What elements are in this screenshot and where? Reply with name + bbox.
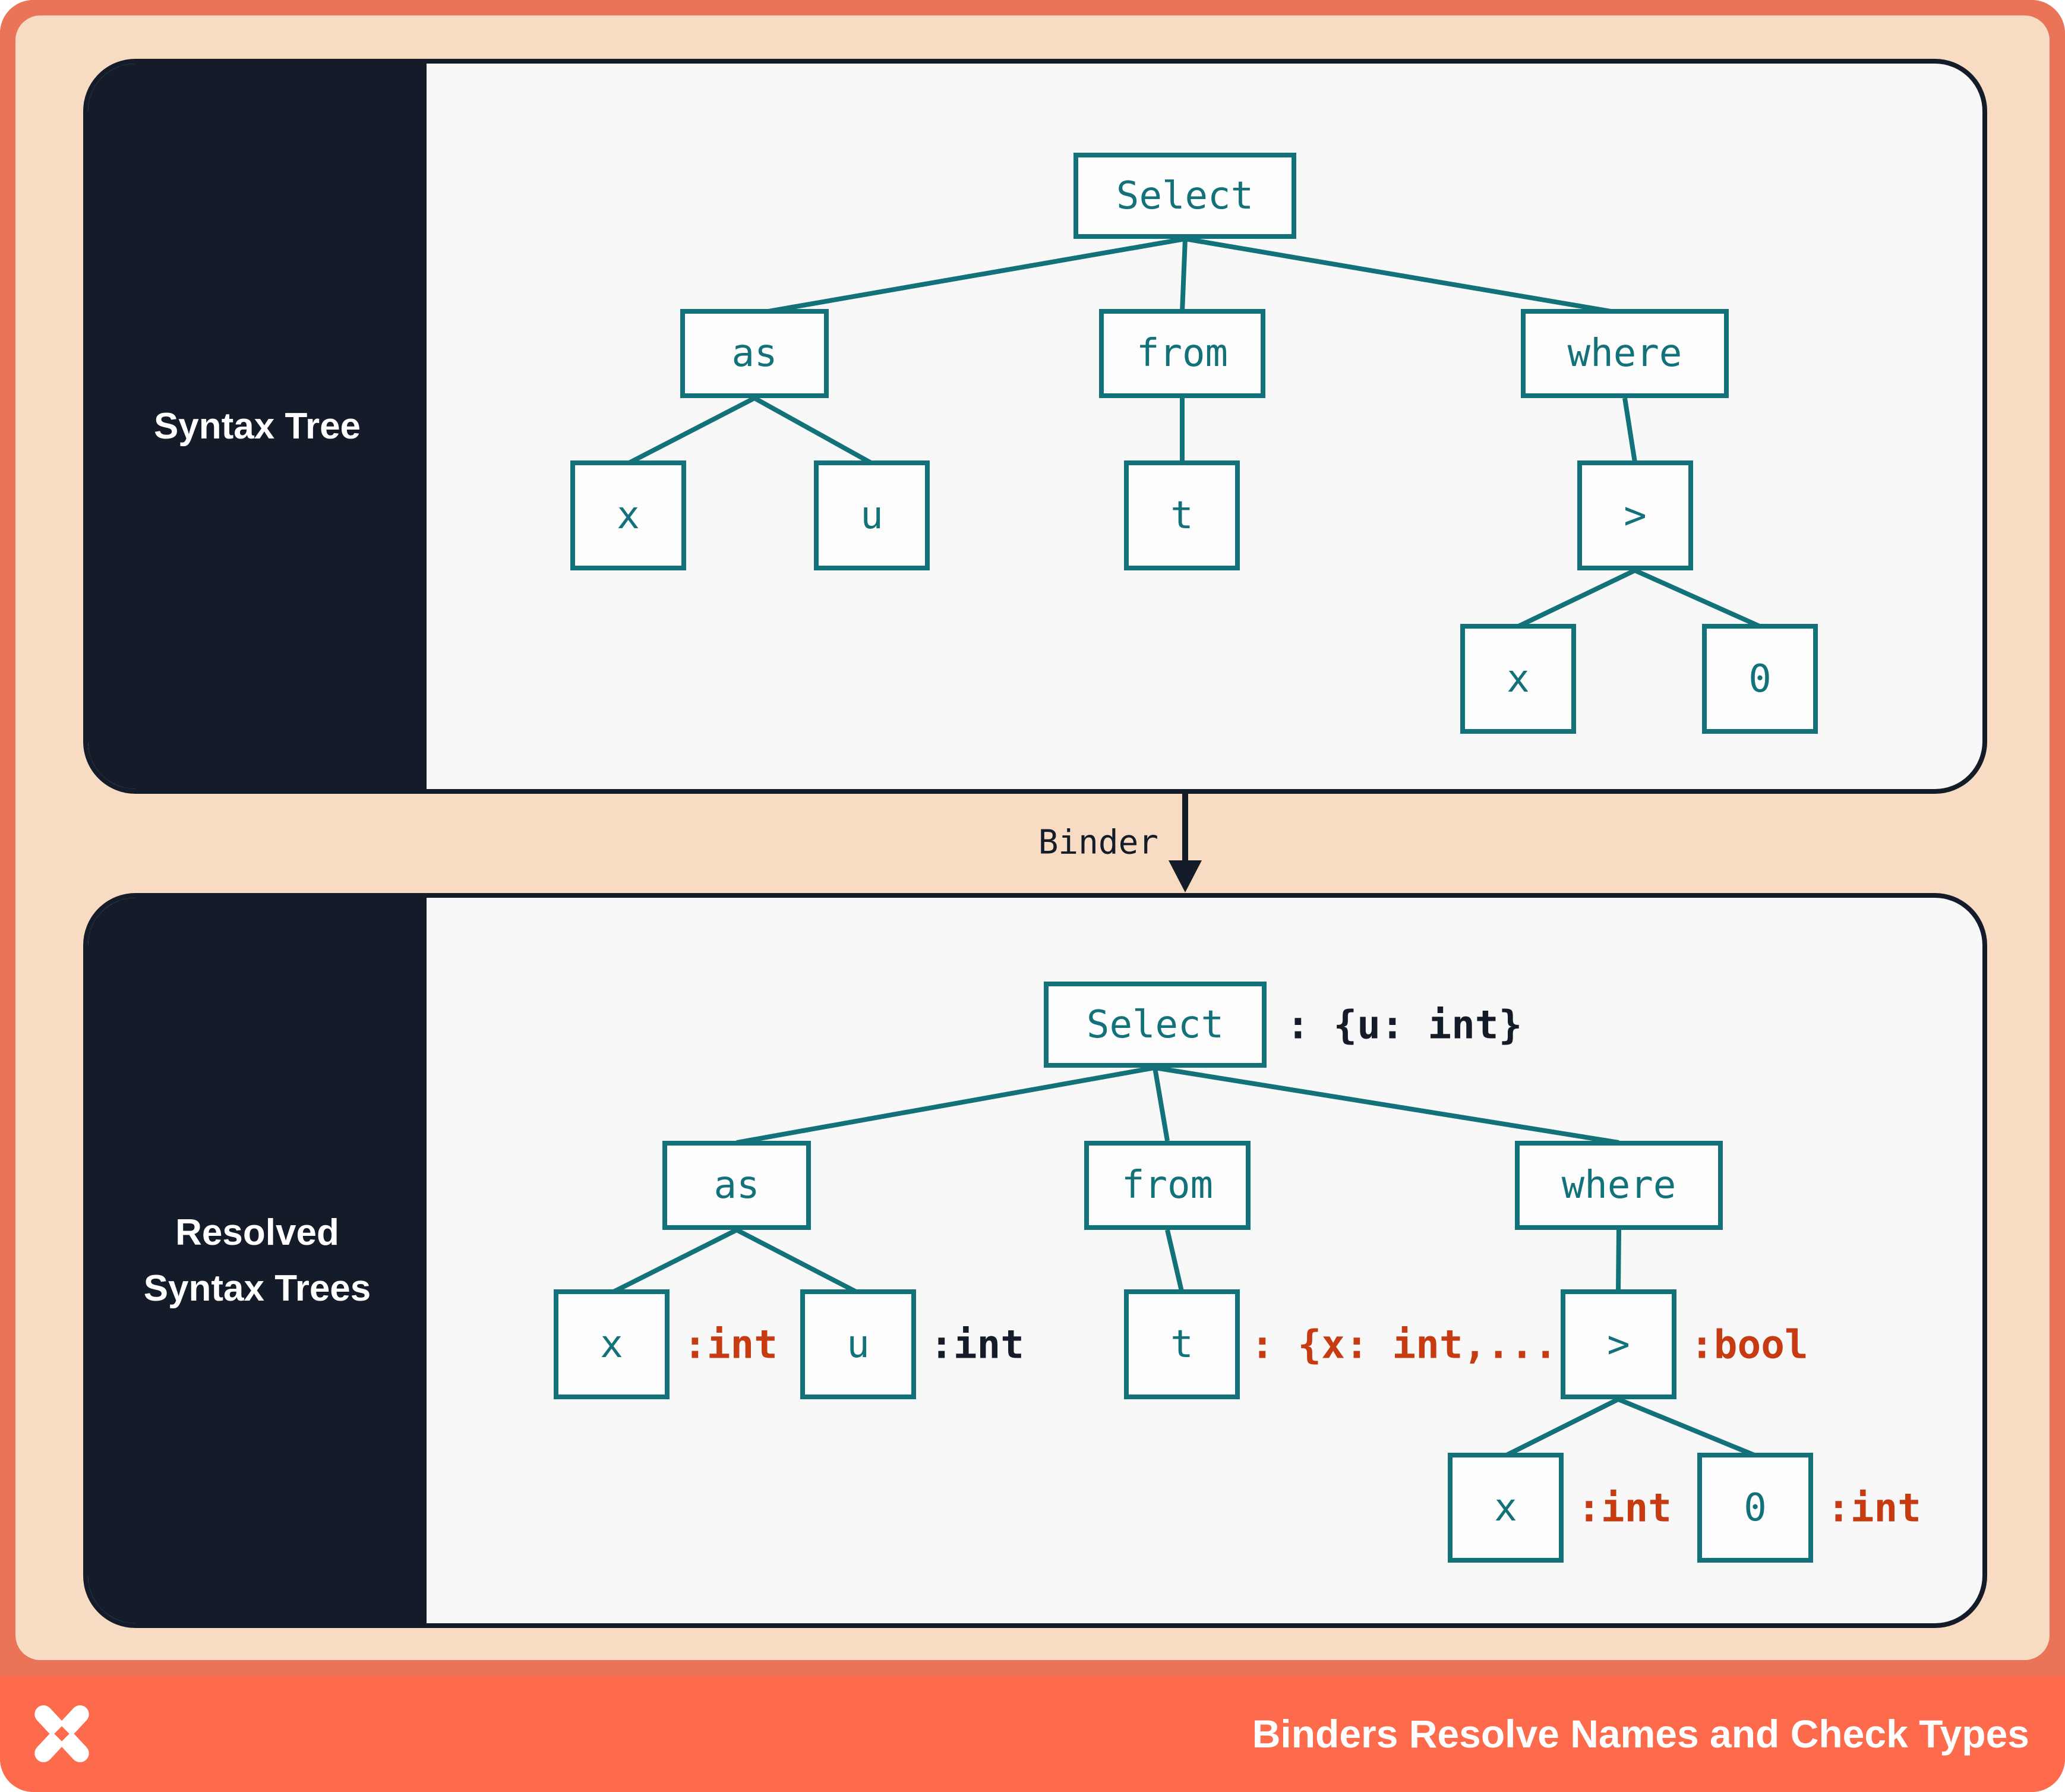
syntax-node-select: Select [1073,153,1296,239]
resolved-node-x1: x [554,1289,670,1399]
syntax-tree-panel-title: Syntax Tree [153,405,361,447]
syntax-node-zero: 0 [1702,624,1818,734]
resolved-gt-type-annotation: :bool [1690,1321,1808,1368]
syntax-node-t: t [1124,460,1240,570]
syntax-node-x1: x [570,460,686,570]
resolved-node-u: u [800,1289,916,1399]
syntax-node-x2: x [1460,624,1576,734]
syntax-node-as: as [680,309,829,398]
resolved-x2-type-annotation: :int [1577,1485,1672,1531]
resolved-panel-title-line2: Syntax Trees [143,1267,371,1309]
syntax-node-u: u [814,460,930,570]
footer-bar: Binders Resolve Names and Check Types [0,1676,2065,1792]
resolved-x1-type-annotation: :int [683,1321,778,1368]
resolved-node-t: t [1124,1289,1240,1399]
syntax-node-from: from [1099,309,1265,398]
syntax-tree-sidebar: Syntax Tree [88,64,427,789]
syntax-node-where: where [1521,309,1729,398]
resolved-panel-title-line1: Resolved [175,1212,339,1253]
x-mark-logo-icon [34,1705,89,1762]
resolved-node-as: as [662,1141,811,1230]
syntax-tree-panel: Syntax Tree [83,59,1987,794]
resolved-node-from: from [1084,1141,1251,1230]
resolved-zero-type-annotation: :int [1827,1485,1921,1531]
resolved-select-type-annotation: : {u: int} [1286,1002,1523,1048]
resolved-node-gt: > [1561,1289,1676,1399]
poster-title: Binders Resolve Names and Check Types [1252,1712,2029,1756]
resolved-t-type-annotation: : {x: int,...} [1251,1321,1581,1368]
resolved-node-select: Select [1044,982,1267,1068]
resolved-node-zero: 0 [1697,1453,1813,1563]
syntax-node-gt: > [1577,460,1693,570]
binder-arrow-label: Binder [1038,823,1158,862]
resolved-node-where: where [1515,1141,1723,1230]
resolved-u-type-annotation: :int [930,1321,1024,1368]
resolved-syntax-trees-panel: Resolved Syntax Trees [83,893,1987,1628]
resolved-node-x2: x [1448,1453,1564,1563]
resolved-syntax-trees-sidebar: Resolved Syntax Trees [88,898,427,1623]
